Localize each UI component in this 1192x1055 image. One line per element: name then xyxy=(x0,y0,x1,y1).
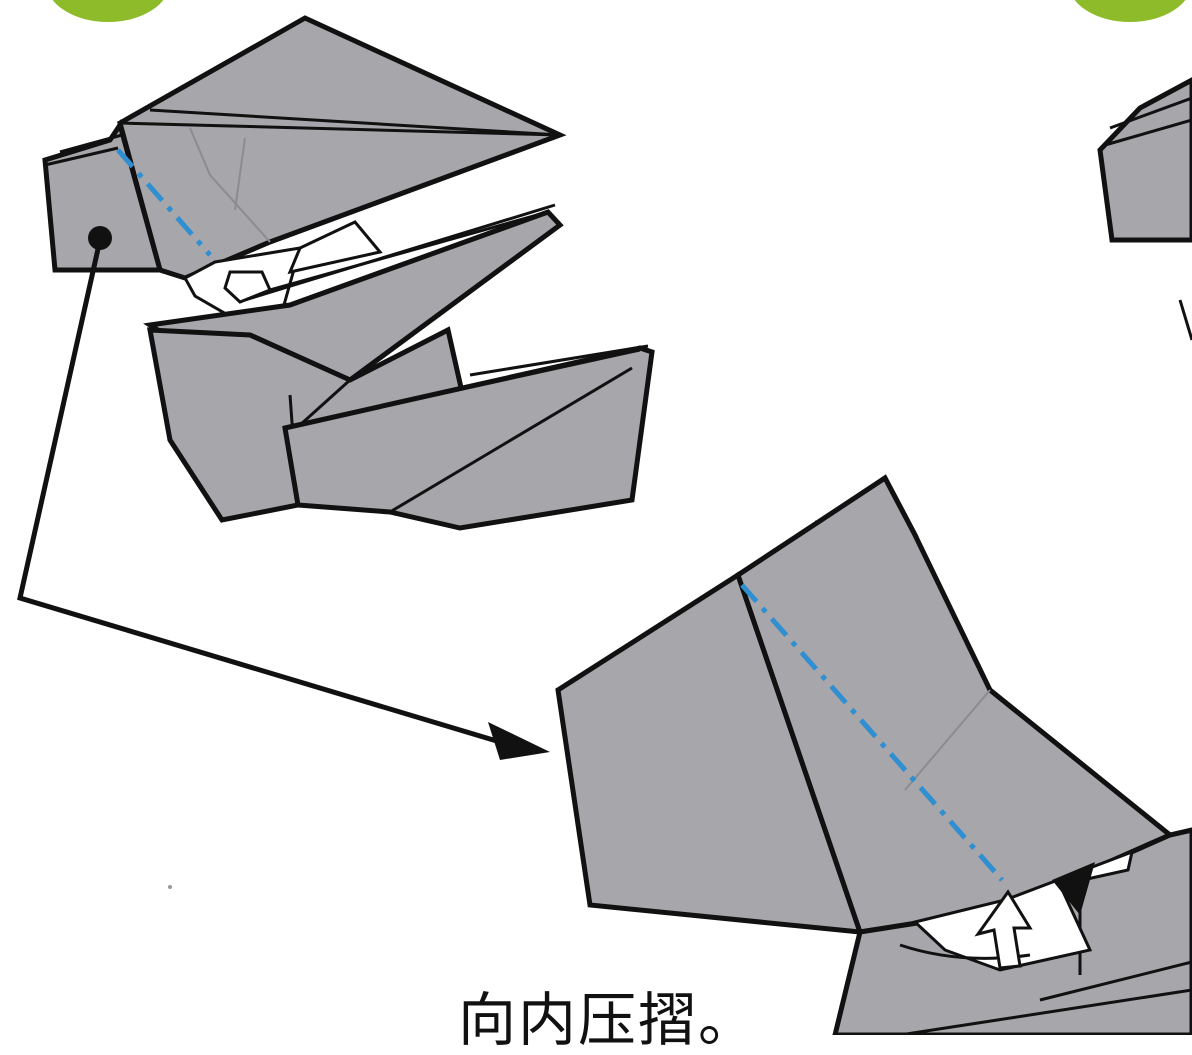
leader-arrowhead xyxy=(488,722,550,760)
next-step-model-partial xyxy=(1100,80,1192,340)
step-marker-right xyxy=(1068,0,1192,22)
origami-model-overview xyxy=(45,18,652,528)
step-marker-left xyxy=(46,0,170,22)
magnified-detail-view xyxy=(558,478,1192,1035)
speck xyxy=(168,885,172,889)
instruction-caption: 向内压摺。 xyxy=(458,985,758,1055)
